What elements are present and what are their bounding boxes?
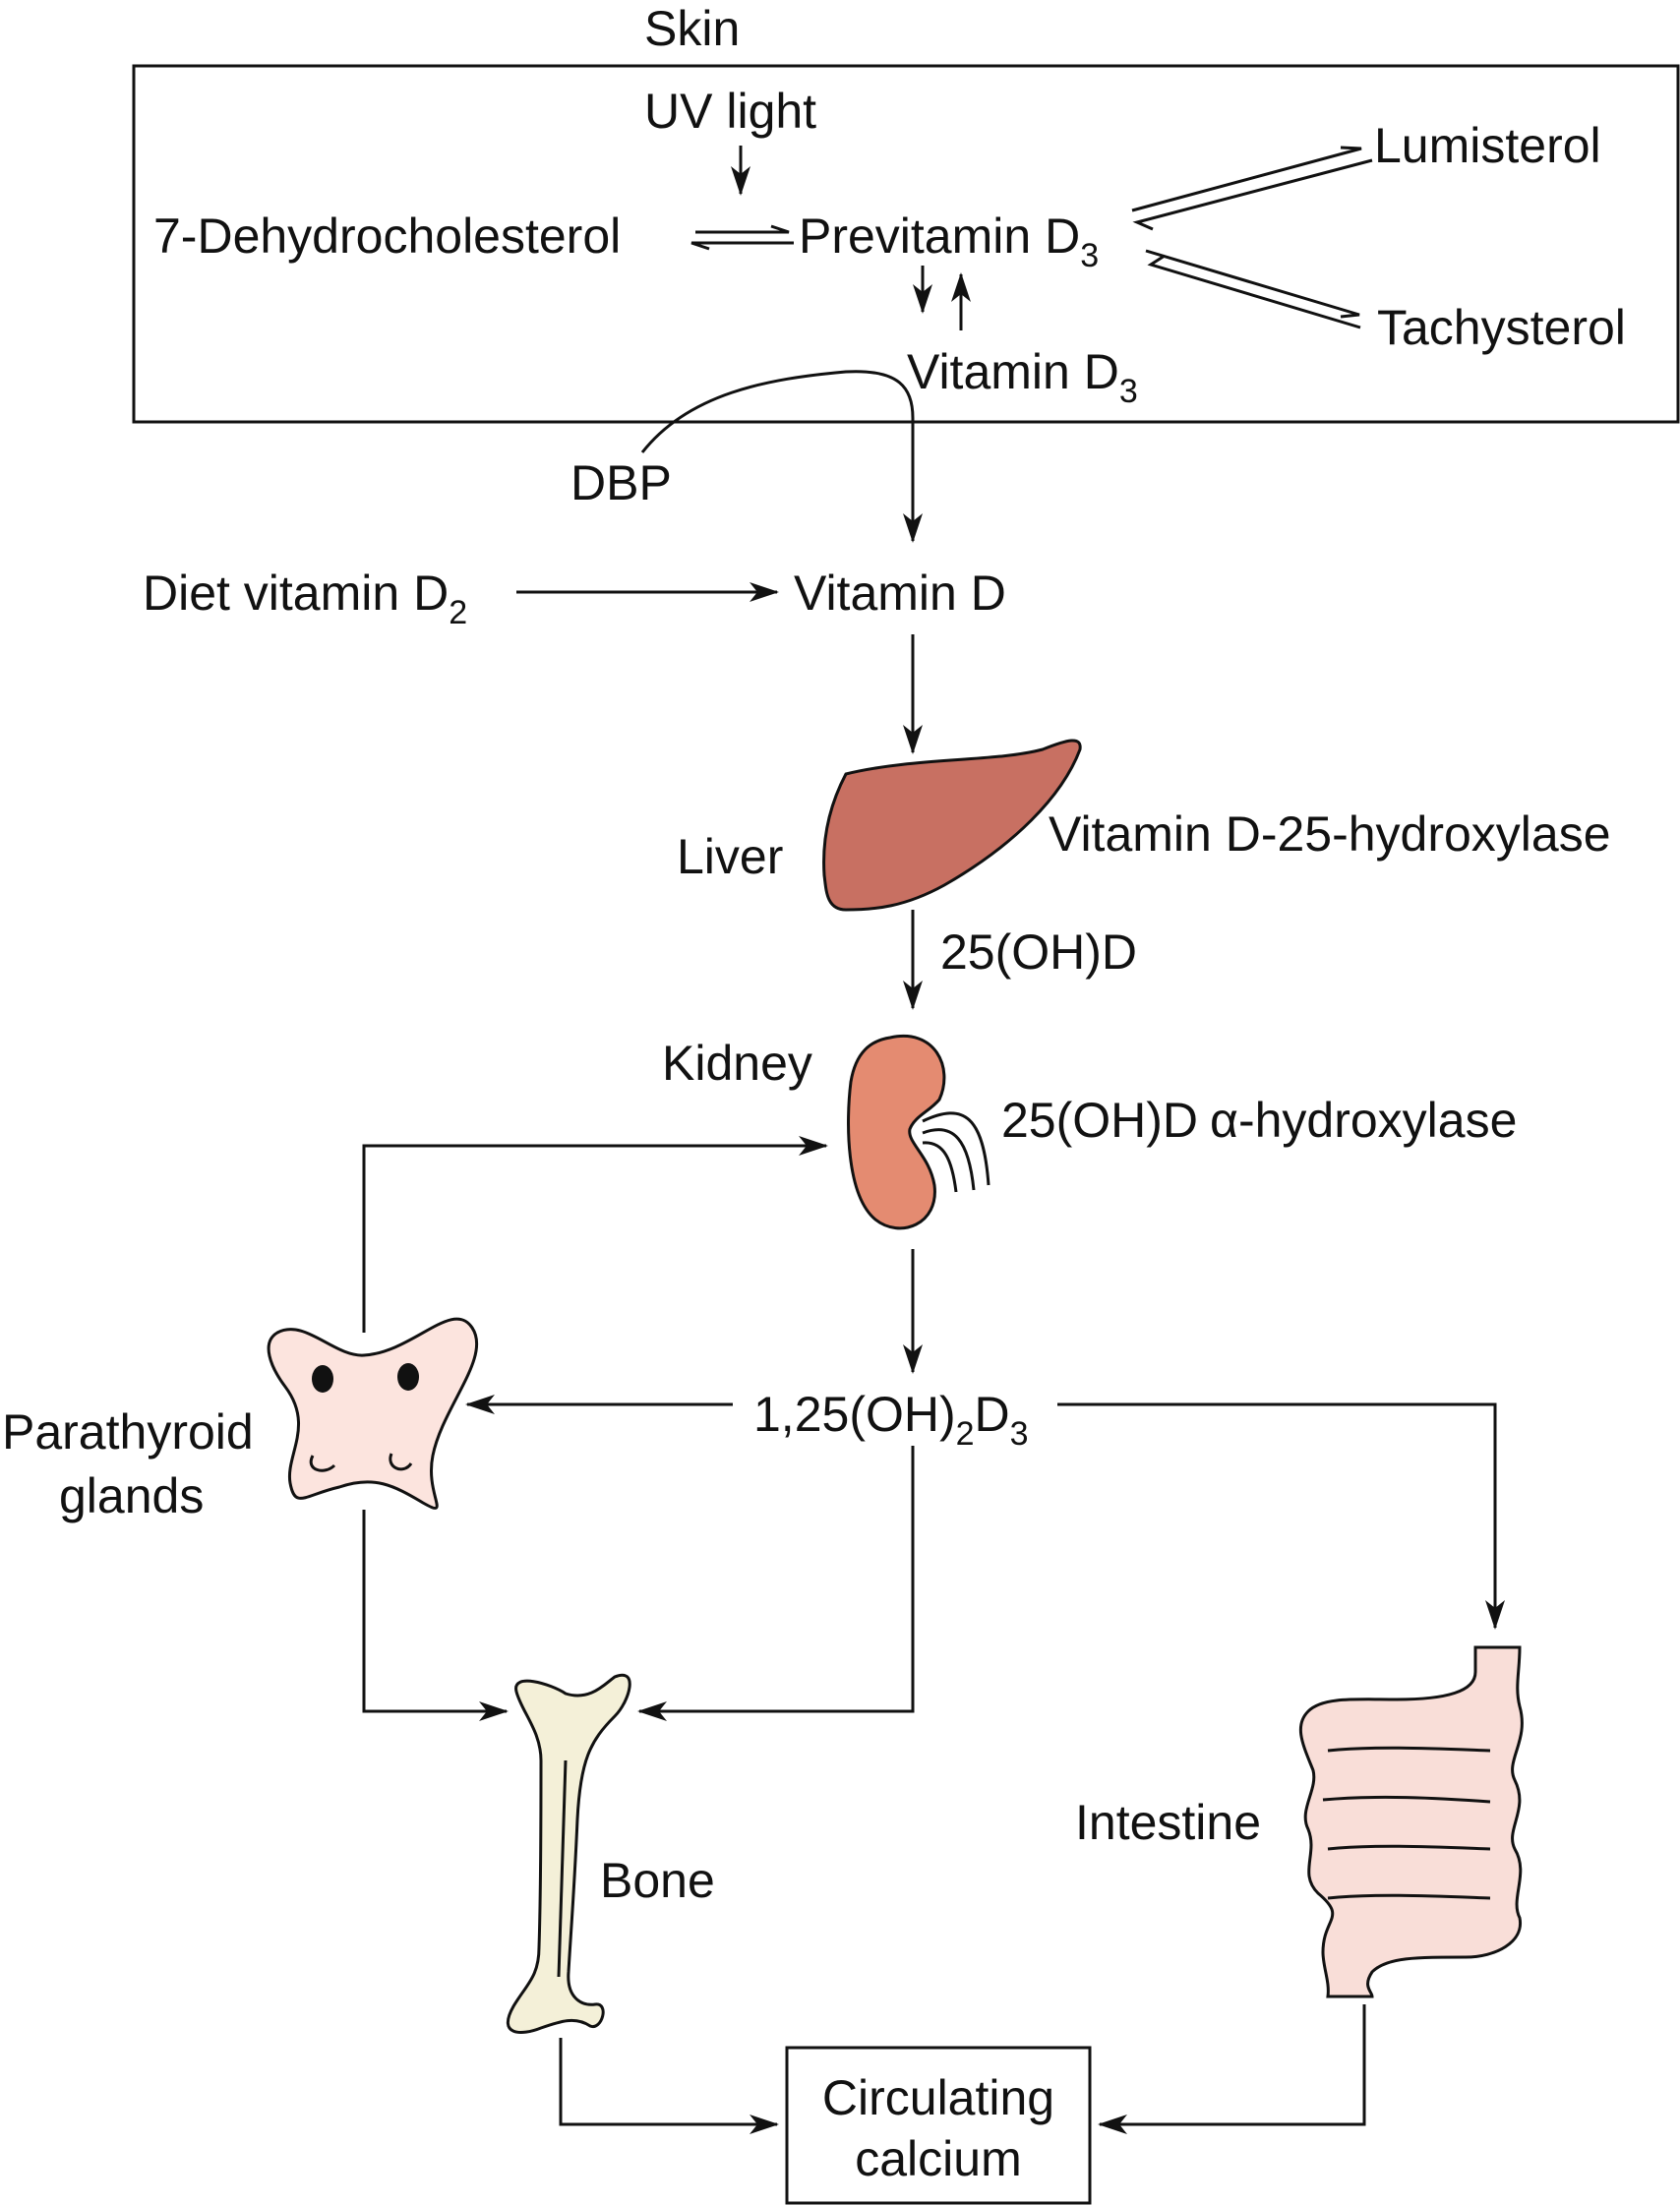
- circulating-calcium-line2: calcium: [855, 2131, 1021, 2186]
- liver-label: Liver: [677, 829, 783, 884]
- tachysterol-forward-arrow: [1145, 249, 1360, 319]
- calcitriol-to-intestine-arrow: [1057, 1402, 1505, 1630]
- parathyroid-dot-right: [397, 1363, 419, 1391]
- skin-label: Skin: [644, 1, 740, 56]
- parathyroid-label-line2: glands: [59, 1468, 204, 1523]
- intestine-shape: [1298, 1645, 1524, 1998]
- lumisterol-reverse-arrow: [1132, 158, 1373, 231]
- skin-box: [132, 64, 1680, 424]
- kidney-vessel-1: [922, 1111, 990, 1186]
- kidney-label: Kidney: [662, 1036, 812, 1091]
- kidney-vessel-2: [922, 1128, 976, 1191]
- parathyroid-shape: [267, 1317, 479, 1510]
- vitamin-d3-label: Vitamin D3: [907, 344, 1138, 410]
- metabolite-25ohd-label: 25(OH)D: [940, 924, 1137, 980]
- lumisterol-forward-arrow: [1131, 146, 1362, 212]
- intestine-fold-2: [1322, 1795, 1491, 1804]
- tachysterol-reverse-arrow: [1147, 254, 1361, 329]
- intestine-fold-3: [1327, 1844, 1491, 1851]
- kidney-vessel-3: [922, 1141, 958, 1193]
- dbp-transport-arrow: [640, 370, 923, 543]
- bone-shaft-line: [557, 1759, 568, 1978]
- calcitriol-to-bone-arrow: [637, 1446, 915, 1721]
- intestine-to-calcium-arrow: [1098, 2004, 1366, 2134]
- dbp-label: DBP: [570, 455, 672, 510]
- uv-light-label: UV light: [644, 84, 816, 139]
- liver-shape: [822, 739, 1082, 912]
- parathyroid-to-kidney-arrow: [362, 1136, 828, 1333]
- parathyroid-to-bone-arrow: [362, 1510, 509, 1721]
- equilibrium-reverse-arrow: [690, 241, 794, 251]
- bone-shape: [506, 1673, 631, 2034]
- vitamin-d-label: Vitamin D: [794, 566, 1006, 621]
- bone-to-calcium-arrow: [559, 2038, 779, 2134]
- previtamin-d3-label: Previtamin D3: [799, 209, 1099, 274]
- parathyroid-curl-right: [389, 1453, 413, 1471]
- intestine-fold-1: [1327, 1746, 1491, 1753]
- tachysterol-label: Tachysterol: [1377, 300, 1626, 355]
- liver-enzyme-label: Vitamin D-25-hydroxylase: [1049, 806, 1611, 862]
- kidney-shape: [847, 1035, 946, 1230]
- intestine-fold-4: [1327, 1893, 1491, 1900]
- parathyroid-dot-left: [312, 1365, 333, 1393]
- bone-label: Bone: [600, 1853, 715, 1908]
- diet-vitamin-d2-label: Diet vitamin D2: [143, 566, 467, 631]
- parathyroid-curl-left: [309, 1455, 336, 1472]
- calcitriol-label: 1,25(OH)2D3: [753, 1387, 1029, 1453]
- equilibrium-forward-arrow: [695, 224, 790, 234]
- dehydrocholesterol-label: 7-Dehydrocholesterol: [153, 209, 621, 264]
- circulating-calcium-box: [785, 2046, 1092, 2205]
- parathyroid-label-line1: Parathyroid: [2, 1404, 254, 1460]
- intestine-label: Intestine: [1075, 1795, 1261, 1850]
- lumisterol-label: Lumisterol: [1374, 118, 1601, 173]
- circulating-calcium-line1: Circulating: [822, 2070, 1054, 2125]
